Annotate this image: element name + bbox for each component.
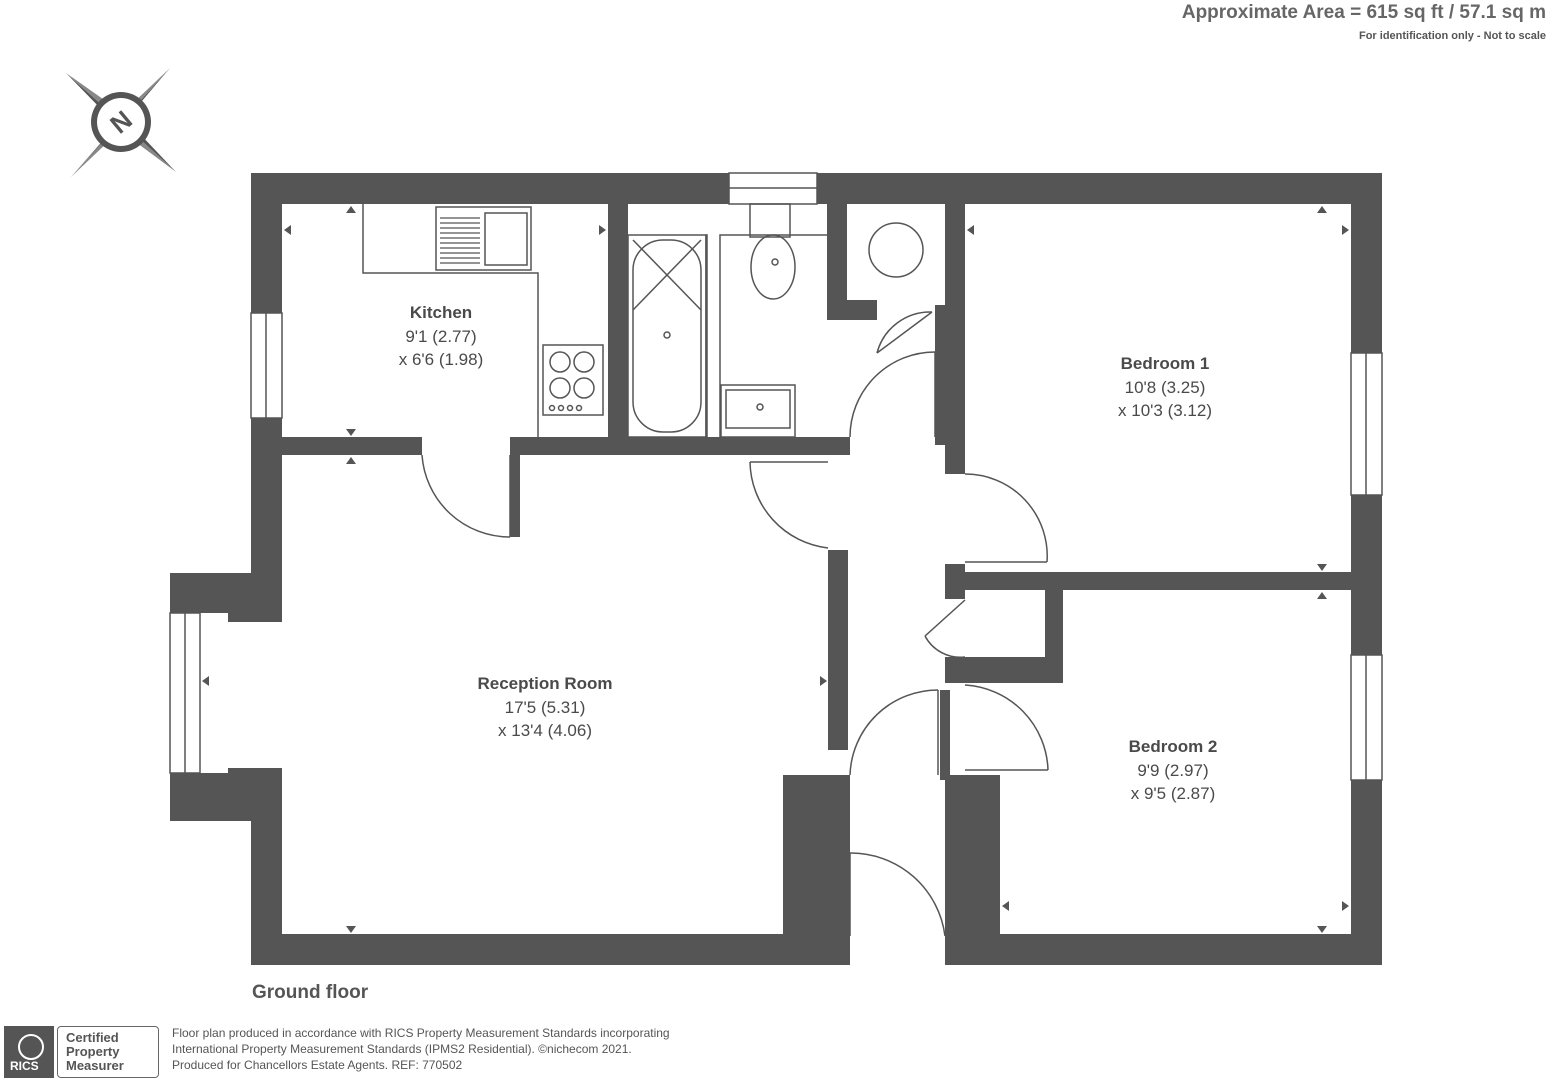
room-label-bedroom-2: Bedroom 2 9'9 (2.97) x 9'5 (2.87) (1129, 737, 1218, 803)
hob (542, 344, 604, 416)
svg-text:Bedroom 2: Bedroom 2 (1129, 737, 1218, 756)
identification-note: For identification only - Not to scale (1358, 30, 1546, 42)
svg-text:9'1 (2.77): 9'1 (2.77) (405, 327, 476, 346)
windows (169, 172, 1383, 781)
walls (170, 173, 1382, 965)
cert-line-1: Certified (66, 1030, 119, 1045)
rics-emblem-icon (18, 1034, 44, 1060)
svg-text:Bedroom 1: Bedroom 1 (1121, 354, 1210, 373)
rics-text: RICS (10, 1059, 39, 1073)
compass-icon: N (66, 68, 176, 177)
svg-text:17'5 (5.31): 17'5 (5.31) (505, 698, 586, 717)
svg-text:x 6'6 (1.98): x 6'6 (1.98) (399, 350, 484, 369)
bath (627, 234, 707, 438)
floor-label: Ground floor (252, 982, 369, 1003)
svg-text:9'9 (2.97): 9'9 (2.97) (1137, 761, 1208, 780)
footer: RICS Certified Property Measurer Floor p… (0, 1022, 760, 1080)
room-label-kitchen: Kitchen 9'1 (2.77) x 6'6 (1.98) (399, 303, 484, 369)
approximate-area: Approximate Area = 615 sq ft / 57.1 sq m (1181, 2, 1546, 23)
kitchen-sink (435, 206, 532, 271)
svg-text:10'8 (3.25): 10'8 (3.25) (1125, 378, 1206, 397)
basin (720, 384, 796, 438)
toilet-cistern (749, 203, 791, 238)
disclaimer-line-3: Produced for Chancellors Estate Agents. … (172, 1058, 463, 1072)
disclaimer-line-1: Floor plan produced in accordance with R… (172, 1026, 670, 1040)
cert-line-2: Property (66, 1044, 120, 1059)
doors (421, 311, 1049, 937)
kitchen-fixtures (362, 204, 604, 437)
disclaimer: Floor plan produced in accordance with R… (172, 1025, 670, 1073)
bathroom-fixtures (627, 203, 924, 438)
dimension-markers (202, 206, 1349, 933)
svg-text:Reception Room: Reception Room (477, 674, 612, 693)
toilet (750, 234, 796, 300)
certified-property-measurer-badge: Certified Property Measurer (57, 1026, 159, 1078)
cert-line-3: Measurer (66, 1058, 124, 1073)
room-label-reception-room: Reception Room 17'5 (5.31) x 13'4 (4.06) (477, 674, 612, 740)
rics-logo: RICS (4, 1026, 54, 1078)
svg-text:x 13'4 (4.06): x 13'4 (4.06) (498, 721, 592, 740)
header: Approximate Area = 615 sq ft / 57.1 sq m… (1182, 2, 1546, 42)
disclaimer-line-2: International Property Measurement Stand… (172, 1042, 632, 1056)
svg-text:x 10'3 (3.12): x 10'3 (3.12) (1118, 401, 1212, 420)
svg-text:Kitchen: Kitchen (410, 303, 472, 322)
room-label-bedroom-1: Bedroom 1 10'8 (3.25) x 10'3 (3.12) (1118, 354, 1212, 420)
svg-text:x 9'5 (2.87): x 9'5 (2.87) (1131, 784, 1216, 803)
boiler (868, 222, 924, 278)
